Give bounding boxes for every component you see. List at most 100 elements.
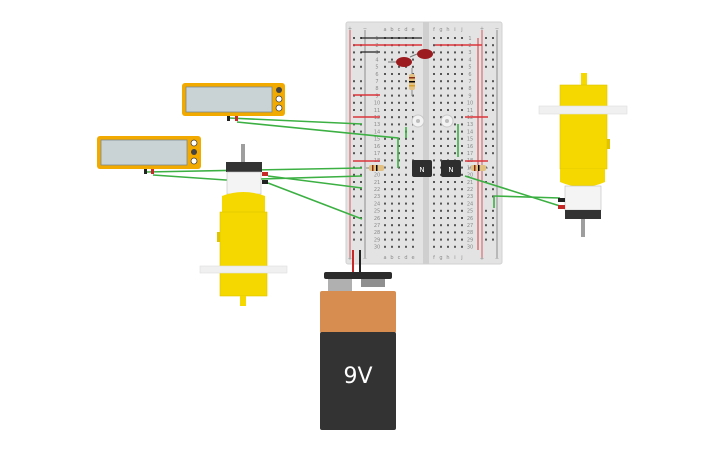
rail-hole[interactable]	[492, 101, 494, 104]
breadboard-hole[interactable]	[440, 137, 442, 140]
breadboard-hole[interactable]	[391, 65, 393, 68]
breadboard-hole[interactable]	[461, 173, 463, 176]
breadboard-hole[interactable]	[384, 217, 386, 219]
breadboard-hole[interactable]	[405, 245, 407, 248]
breadboard-hole[interactable]	[405, 109, 407, 111]
breadboard-hole[interactable]	[447, 217, 449, 219]
breadboard-hole[interactable]	[454, 181, 456, 183]
rail-hole[interactable]	[360, 209, 362, 212]
rail-hole[interactable]	[353, 231, 355, 234]
breadboard-hole[interactable]	[398, 109, 400, 111]
breadboard-hole[interactable]	[461, 152, 463, 155]
rail-hole[interactable]	[492, 238, 494, 241]
breadboard-hole[interactable]	[440, 101, 442, 104]
breadboard-hole[interactable]	[405, 94, 407, 97]
breadboard-hole[interactable]	[454, 65, 456, 68]
wire-motor-left-b[interactable]	[267, 182, 363, 220]
breadboard-hole[interactable]	[447, 245, 449, 248]
breadboard-hole[interactable]	[398, 123, 400, 126]
breadboard-hole[interactable]	[461, 209, 463, 212]
breadboard-hole[interactable]	[461, 217, 463, 219]
rail-hole[interactable]	[485, 44, 487, 47]
breadboard-hole[interactable]	[447, 73, 449, 75]
rail-hole[interactable]	[360, 87, 362, 90]
breadboard-hole[interactable]	[447, 58, 449, 61]
breadboard-hole[interactable]	[405, 87, 407, 90]
rail-hole[interactable]	[492, 94, 494, 97]
breadboard-hole[interactable]	[454, 73, 456, 75]
rail-hole[interactable]	[485, 80, 487, 83]
multimeter-probe-black[interactable]	[227, 116, 230, 121]
rail-hole[interactable]	[485, 137, 487, 140]
breadboard-hole[interactable]	[440, 245, 442, 248]
rail-hole[interactable]	[485, 109, 487, 111]
rail-hole[interactable]	[485, 130, 487, 133]
rail-hole[interactable]	[485, 94, 487, 97]
board-jumpers[interactable]	[353, 37, 488, 250]
breadboard-hole[interactable]	[384, 224, 386, 227]
breadboard-hole[interactable]	[398, 224, 400, 227]
led-red-1[interactable]	[388, 57, 412, 67]
breadboard-hole[interactable]	[454, 80, 456, 83]
rail-hole[interactable]	[353, 209, 355, 212]
breadboard-hole[interactable]	[461, 231, 463, 234]
rail-hole[interactable]	[492, 109, 494, 111]
breadboard-hole[interactable]	[433, 231, 435, 234]
breadboard-hole[interactable]	[391, 145, 393, 147]
multimeter-top[interactable]	[182, 83, 285, 121]
multimeter-probe-red[interactable]	[151, 169, 154, 174]
breadboard-hole[interactable]	[405, 73, 407, 75]
breadboard-hole[interactable]	[384, 137, 386, 140]
breadboard-hole[interactable]	[405, 217, 407, 219]
breadboard-hole[interactable]	[412, 51, 414, 54]
wire-multimeter2-b[interactable]	[152, 174, 363, 181]
rail-hole[interactable]	[492, 152, 494, 155]
breadboard-hole[interactable]	[440, 202, 442, 205]
rail-hole[interactable]	[485, 231, 487, 234]
led-red-2[interactable]	[409, 49, 433, 59]
breadboard-hole[interactable]	[398, 94, 400, 97]
rail-hole[interactable]	[360, 188, 362, 191]
breadboard-hole[interactable]	[412, 58, 414, 61]
breadboard-hole[interactable]	[391, 51, 393, 54]
breadboard-hole[interactable]	[447, 181, 449, 183]
breadboard-hole[interactable]	[412, 238, 414, 241]
breadboard-hole[interactable]	[461, 51, 463, 54]
breadboard-hole[interactable]	[384, 116, 386, 119]
wire-multimeter1-a[interactable]	[228, 117, 363, 125]
breadboard-hole[interactable]	[398, 173, 400, 176]
breadboard-hole[interactable]	[447, 87, 449, 90]
breadboard-hole[interactable]	[398, 51, 400, 54]
breadboard-hole[interactable]	[384, 173, 386, 176]
rail-hole[interactable]	[353, 195, 355, 198]
breadboard-hole[interactable]	[391, 109, 393, 111]
rail-hole[interactable]	[353, 238, 355, 241]
breadboard-hole[interactable]	[440, 188, 442, 191]
rail-hole[interactable]	[485, 195, 487, 198]
breadboard-hole[interactable]	[461, 166, 463, 169]
breadboard-hole[interactable]	[454, 51, 456, 54]
wire-motor-left-a[interactable]	[267, 175, 363, 189]
breadboard-hole[interactable]	[454, 37, 456, 39]
rail-hole[interactable]	[492, 130, 494, 133]
rail-hole[interactable]	[353, 173, 355, 176]
breadboard-hole[interactable]	[391, 137, 393, 140]
breadboard-hole[interactable]	[384, 94, 386, 97]
breadboard-hole[interactable]	[405, 159, 407, 162]
gear-motor-right[interactable]	[538, 73, 628, 237]
breadboard-hole[interactable]	[454, 87, 456, 90]
breadboard-hole[interactable]	[391, 159, 393, 162]
breadboard-hole[interactable]	[440, 87, 442, 90]
breadboard-hole[interactable]	[440, 231, 442, 234]
breadboard-hole[interactable]	[433, 224, 435, 227]
breadboard-hole[interactable]	[461, 101, 463, 104]
breadboard-hole[interactable]	[398, 159, 400, 162]
breadboard-hole[interactable]	[391, 94, 393, 97]
multimeter-terminal-icon[interactable]	[191, 149, 197, 155]
rail-hole[interactable]	[485, 209, 487, 212]
breadboard-hole[interactable]	[384, 202, 386, 205]
rail-hole[interactable]	[360, 137, 362, 140]
breadboard-hole[interactable]	[398, 188, 400, 191]
battery-9v[interactable]: 9V	[320, 250, 396, 430]
